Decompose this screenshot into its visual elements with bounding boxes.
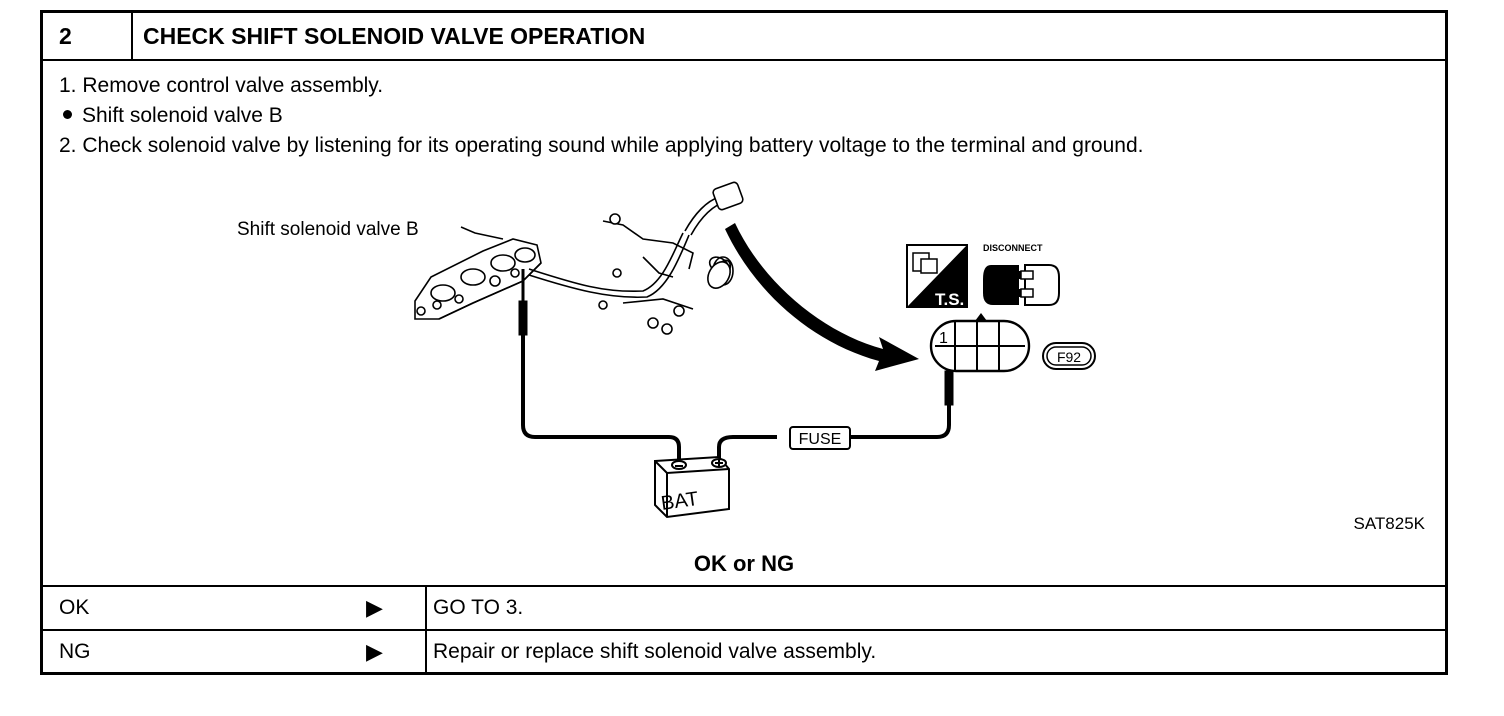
solenoid-valve-illustration	[414, 238, 542, 320]
result-action: GO TO 3.	[433, 596, 524, 619]
connector-face-icon	[929, 313, 1031, 373]
instruction-bullet: Shift solenoid valve B	[59, 101, 1143, 131]
instruction-bullet-text: Shift solenoid valve B	[82, 104, 283, 127]
fuse-label: FUSE	[799, 431, 842, 448]
battery-illustration	[654, 455, 730, 519]
diagnostic-procedure-table: 2 CHECK SHIFT SOLENOID VALVE OPERATION 1…	[40, 10, 1448, 675]
ts-label: T.S.	[935, 290, 964, 309]
ts-icon	[906, 244, 968, 308]
column-divider	[425, 587, 427, 629]
result-label: NG	[59, 640, 91, 663]
wiring-diagram: Shift solenoid valve B	[237, 181, 1426, 533]
arrow-right-icon: ▶	[366, 639, 383, 664]
result-row-ok: OK ▶ GO TO 3.	[43, 585, 1445, 629]
figure-code: SAT825K	[1353, 514, 1425, 533]
instruction-step-1: 1. Remove control valve assembly.	[59, 74, 384, 97]
result-label: OK	[59, 596, 90, 619]
callout-leader	[460, 226, 504, 240]
terminal-number: 1	[939, 330, 948, 347]
wire-harness-illustration	[528, 181, 744, 335]
step-number: 2	[43, 13, 133, 59]
battery-label: BAT	[660, 488, 700, 515]
connector-id-badge	[1042, 342, 1096, 370]
arrow-right-icon: ▶	[366, 595, 383, 620]
result-prompt: OK or NG	[693, 551, 795, 576]
step-header: 2 CHECK SHIFT SOLENOID VALVE OPERATION	[43, 13, 1445, 61]
result-action: Repair or replace shift solenoid valve a…	[433, 640, 877, 663]
step-title: CHECK SHIFT SOLENOID VALVE OPERATION	[143, 23, 646, 49]
direction-arrow-icon	[725, 223, 919, 371]
callout-label: Shift solenoid valve B	[237, 219, 419, 240]
instruction-list: 1. Remove control valve assembly. Shift …	[59, 71, 1143, 161]
fuse-box	[789, 426, 851, 450]
bullet-icon	[63, 110, 72, 120]
disconnect-label: DISCONNECT	[983, 243, 1043, 253]
instruction-step-2: 2. Check solenoid valve by listening for…	[59, 134, 1144, 157]
connector-id-label: F92	[1057, 349, 1081, 365]
disconnect-connector-icon	[983, 264, 1060, 306]
result-row-ng: NG ▶ Repair or replace shift solenoid va…	[43, 629, 1445, 673]
column-divider	[425, 631, 427, 673]
